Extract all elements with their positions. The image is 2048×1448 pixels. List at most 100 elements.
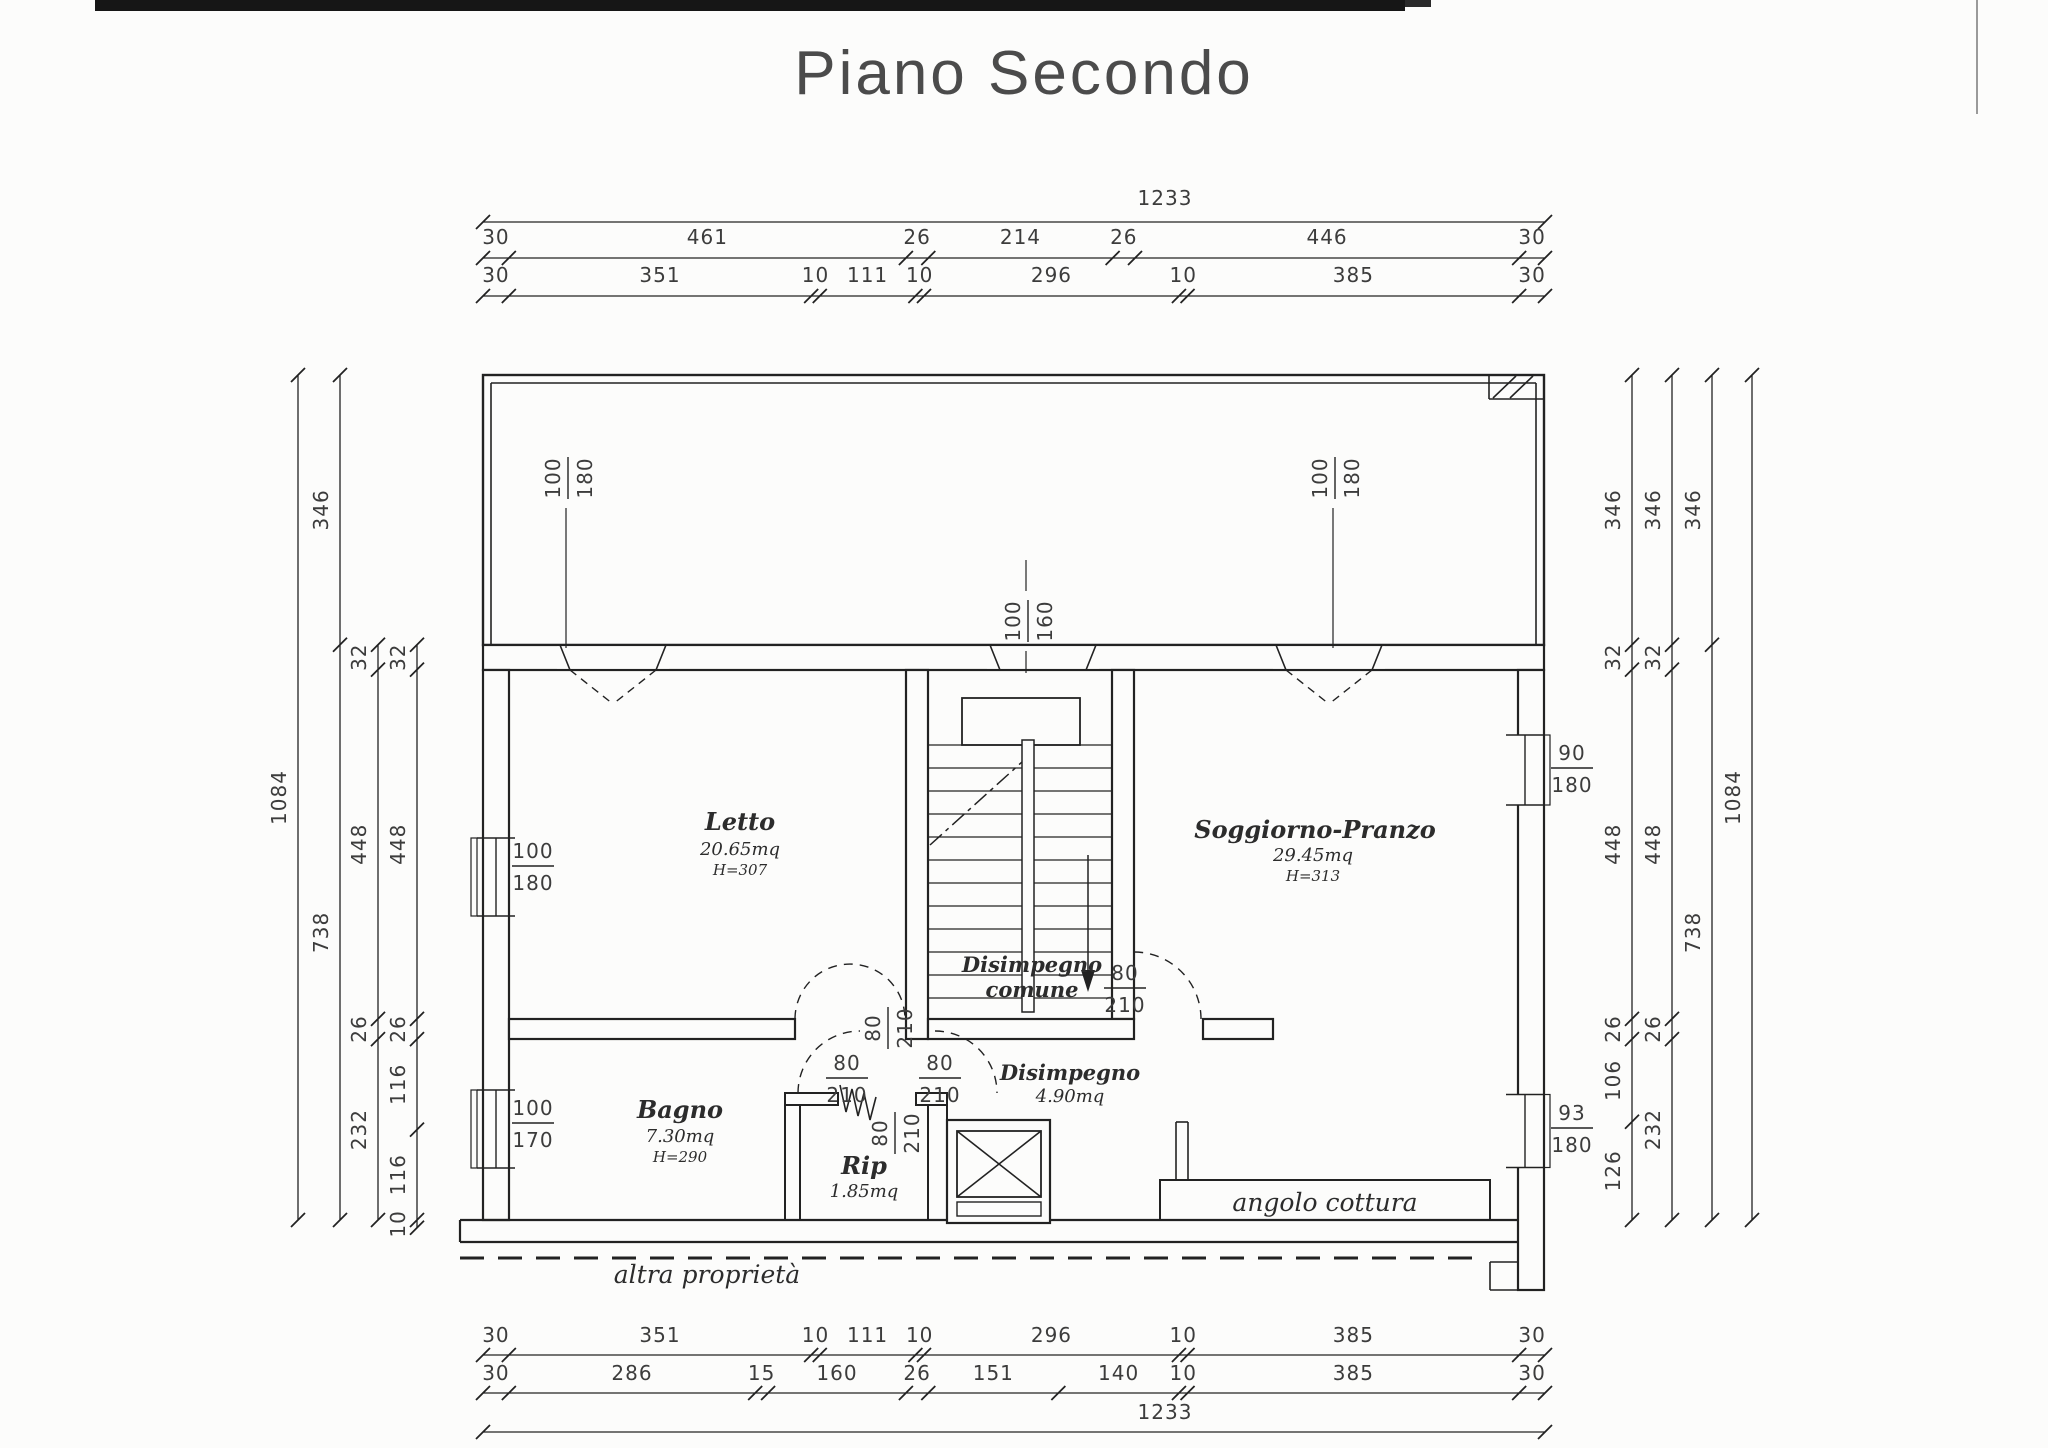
svg-text:180: 180 (1340, 457, 1364, 498)
room-labels: Letto20.65mqH=307Soggiorno-Pranzo29.45mq… (614, 807, 1436, 1289)
svg-text:385: 385 (1333, 263, 1374, 287)
svg-text:1233: 1233 (1138, 1400, 1193, 1424)
svg-text:10: 10 (1170, 1323, 1197, 1347)
svg-text:296: 296 (1031, 263, 1072, 287)
svg-text:H=307: H=307 (712, 861, 768, 879)
svg-text:346: 346 (309, 489, 333, 530)
svg-text:32: 32 (1601, 643, 1625, 670)
svg-text:10: 10 (906, 263, 933, 287)
svg-text:210: 210 (1104, 993, 1145, 1017)
svg-text:116: 116 (386, 1064, 410, 1105)
svg-text:126: 126 (1601, 1150, 1625, 1191)
svg-text:Bagno: Bagno (636, 1095, 723, 1124)
svg-text:comune: comune (986, 977, 1079, 1002)
svg-text:90: 90 (1558, 741, 1585, 765)
svg-text:232: 232 (347, 1109, 371, 1150)
svg-text:10: 10 (386, 1210, 410, 1237)
scan-artifact-strip (95, 0, 1405, 11)
svg-text:10: 10 (802, 1323, 829, 1347)
svg-text:106: 106 (1601, 1060, 1625, 1101)
svg-text:80: 80 (833, 1051, 860, 1075)
svg-text:151: 151 (973, 1361, 1014, 1385)
svg-text:160: 160 (1033, 600, 1057, 641)
svg-text:26: 26 (903, 225, 930, 249)
svg-text:160: 160 (816, 1361, 857, 1385)
svg-text:30: 30 (1518, 225, 1545, 249)
svg-text:30: 30 (1518, 1323, 1545, 1347)
svg-text:448: 448 (1601, 824, 1625, 865)
svg-text:29.45mq: 29.45mq (1272, 845, 1353, 866)
svg-text:4.90mq: 4.90mq (1035, 1086, 1105, 1107)
svg-text:738: 738 (1681, 912, 1705, 953)
svg-text:1.85mq: 1.85mq (830, 1181, 899, 1202)
svg-text:30: 30 (482, 1323, 509, 1347)
staircase (928, 739, 1112, 1013)
svg-text:26: 26 (903, 1361, 930, 1385)
svg-text:26: 26 (386, 1015, 410, 1042)
svg-text:461: 461 (687, 225, 728, 249)
svg-text:286: 286 (611, 1361, 652, 1385)
svg-text:180: 180 (1551, 773, 1592, 797)
door-swings (794, 951, 1202, 1121)
svg-text:180: 180 (512, 871, 553, 895)
svg-text:32: 32 (386, 643, 410, 670)
svg-text:140: 140 (1098, 1361, 1139, 1385)
svg-text:111: 111 (847, 263, 888, 287)
svg-text:346: 346 (1681, 489, 1705, 530)
svg-text:446: 446 (1306, 225, 1347, 249)
svg-text:26: 26 (1110, 225, 1137, 249)
svg-text:Disimpegno: Disimpegno (961, 952, 1102, 977)
page-title: Piano Secondo (794, 39, 1254, 108)
svg-text:32: 32 (347, 643, 371, 670)
svg-text:26: 26 (1641, 1015, 1665, 1042)
elevator (945, 1118, 1052, 1225)
svg-text:26: 26 (347, 1015, 371, 1042)
door-size-label: 80 210 (868, 1112, 924, 1154)
svg-text:448: 448 (1641, 824, 1665, 865)
svg-text:448: 448 (347, 824, 371, 865)
svg-text:15: 15 (748, 1361, 775, 1385)
svg-text:altra proprietà: altra proprietà (614, 1260, 800, 1289)
svg-text:210: 210 (826, 1083, 867, 1107)
svg-text:385: 385 (1333, 1361, 1374, 1385)
svg-text:385: 385 (1333, 1323, 1374, 1347)
svg-text:1084: 1084 (1721, 770, 1745, 825)
svg-text:30: 30 (482, 263, 509, 287)
svg-text:10: 10 (802, 263, 829, 287)
svg-text:351: 351 (639, 1323, 680, 1347)
svg-text:210: 210 (893, 1007, 917, 1048)
svg-text:170: 170 (512, 1128, 553, 1152)
svg-text:Letto: Letto (704, 807, 775, 836)
svg-text:80: 80 (868, 1119, 892, 1146)
svg-text:7.30mq: 7.30mq (646, 1126, 715, 1147)
svg-text:232: 232 (1641, 1109, 1665, 1150)
svg-text:30: 30 (1518, 1361, 1545, 1385)
svg-text:30: 30 (482, 1361, 509, 1385)
svg-text:111: 111 (847, 1323, 888, 1347)
svg-text:30: 30 (482, 225, 509, 249)
svg-text:210: 210 (900, 1112, 924, 1153)
svg-text:H=290: H=290 (652, 1148, 708, 1166)
scan-artifact-edge (1976, 0, 1978, 114)
svg-text:100: 100 (512, 1096, 553, 1120)
svg-text:1233: 1233 (1138, 186, 1193, 210)
svg-text:100: 100 (1308, 457, 1332, 498)
svg-text:angolo cottura: angolo cottura (1232, 1188, 1417, 1217)
svg-text:93: 93 (1558, 1101, 1585, 1125)
svg-text:214: 214 (1000, 225, 1041, 249)
wall-openings (470, 644, 1551, 1169)
svg-text:Rip: Rip (840, 1151, 887, 1180)
svg-text:Soggiorno-Pranzo: Soggiorno-Pranzo (1194, 815, 1435, 844)
svg-text:10: 10 (1170, 1361, 1197, 1385)
door-size-label: 100 180 (1308, 457, 1364, 499)
svg-text:26: 26 (1601, 1015, 1625, 1042)
svg-text:180: 180 (1551, 1133, 1592, 1157)
